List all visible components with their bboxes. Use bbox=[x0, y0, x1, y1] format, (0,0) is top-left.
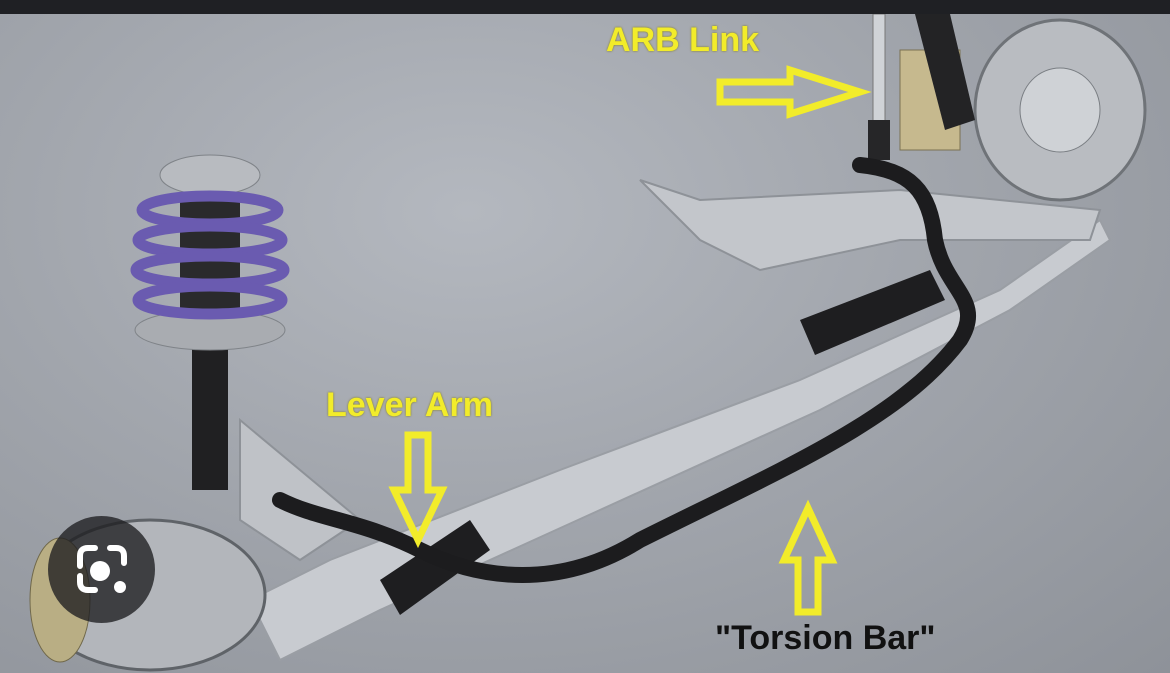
arb-link bbox=[868, 14, 890, 160]
brake-disc-right bbox=[899, 14, 1147, 202]
subframe bbox=[248, 218, 1112, 662]
lever-arm-label: Lever Arm bbox=[326, 386, 493, 424]
google-lens-icon bbox=[77, 545, 127, 593]
arrow-up-torsion bbox=[778, 499, 838, 616]
arb-link-label: ARB Link bbox=[606, 21, 759, 59]
top-bar bbox=[0, 0, 1170, 14]
control-arm-right bbox=[639, 179, 1102, 272]
suspension-photo: ARB Link Lever Arm "Torsion Bar" bbox=[0, 14, 1170, 673]
google-lens-button[interactable] bbox=[48, 516, 155, 623]
torsion-bar bbox=[272, 157, 977, 583]
strut-assembly bbox=[130, 154, 290, 490]
steering-boot-left bbox=[380, 520, 490, 615]
arrow-right-arb bbox=[716, 65, 872, 119]
arrow-down-lever bbox=[388, 431, 448, 549]
control-arm-left bbox=[239, 417, 362, 562]
torsion-bar-label: "Torsion Bar" bbox=[715, 619, 936, 657]
steering-boot-right bbox=[800, 270, 945, 355]
suspension-illustration bbox=[29, 14, 1147, 672]
